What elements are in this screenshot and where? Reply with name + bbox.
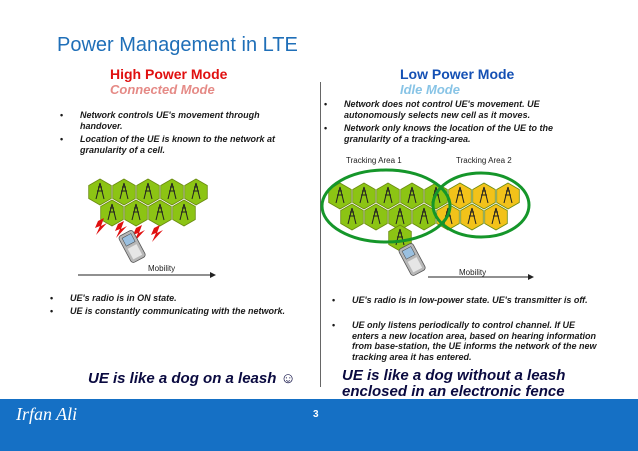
cell-tower-icon: [395, 207, 405, 225]
cell-tower-icon: [479, 186, 489, 204]
cell-hexagon: [460, 203, 484, 231]
cell-hexagon: [340, 203, 364, 231]
cell-hexagon: [496, 182, 520, 210]
cell-hexagon: [88, 178, 112, 206]
cell-hexagon: [484, 203, 508, 231]
left-mobility-label: Mobility: [148, 264, 176, 273]
cell-hexagon: [148, 199, 172, 227]
cell-tower-icon: [347, 207, 357, 225]
connected-mode-subheading: Connected Mode: [110, 82, 215, 97]
cell-hexagon: [136, 178, 160, 206]
left-cell-network-diagram: [78, 178, 216, 278]
cell-hexagon: [100, 199, 124, 227]
left-summary: UE is like a dog on a leash ☺: [88, 370, 296, 387]
cell-tower-icon: [131, 203, 141, 221]
right-mobility-label: Mobility: [459, 268, 487, 277]
cell-tower-icon: [107, 203, 117, 221]
idle-mode-subheading: Idle Mode: [400, 82, 460, 97]
cell-tower-icon: [407, 186, 417, 204]
cell-tower-icon: [155, 203, 165, 221]
cell-tower-icon: [455, 186, 465, 204]
right-bullet-2: •Network only knows the location of the …: [324, 123, 554, 144]
cell-hexagon: [412, 203, 436, 231]
cell-hexagon: [448, 182, 472, 210]
cell-tower-icon: [95, 182, 105, 200]
cell-tower-icon: [371, 207, 381, 225]
right-bullet-1: •Network does not control UE's movement.…: [324, 99, 540, 120]
slide-title: Power Management in LTE: [57, 34, 298, 56]
cell-tower-icon: [191, 182, 201, 200]
cell-hexagon: [364, 203, 388, 231]
right-tracking-area-diagram: [320, 168, 534, 280]
low-power-mode-heading: Low Power Mode: [400, 66, 515, 82]
tracking-area-1-label: Tracking Area 1: [346, 156, 402, 165]
right-bullet-3: •UE's radio is in low-power state. UE's …: [332, 295, 588, 305]
cell-tower-icon: [383, 186, 393, 204]
tracking-area-1-fence: [320, 168, 452, 244]
tracking-area-2-label: Tracking Area 2: [456, 156, 512, 165]
page-number: 3: [313, 409, 319, 420]
cell-tower-icon: [335, 186, 345, 204]
right-bullet-4: •UE only listens periodically to control…: [332, 320, 597, 362]
left-bullet-4: •UE is constantly communicating with the…: [50, 306, 286, 316]
right-summary-line-1: UE is like a dog without a leash: [342, 367, 566, 384]
cell-tower-icon: [467, 207, 477, 225]
cell-tower-icon: [143, 182, 153, 200]
cell-tower-icon: [419, 207, 429, 225]
column-divider: [320, 82, 321, 387]
phone-icon: [398, 243, 426, 276]
left-bullet-1: •Network controls UE's movement through …: [60, 110, 260, 131]
cell-hexagon: [400, 182, 424, 210]
cell-hexagon: [112, 178, 136, 206]
left-bullet-2: •Location of the UE is known to the netw…: [60, 134, 276, 155]
cell-hexagon: [184, 178, 208, 206]
cell-tower-icon: [167, 182, 177, 200]
cell-hexagon: [172, 199, 196, 227]
cell-tower-icon: [491, 207, 501, 225]
cell-hexagon: [124, 199, 148, 227]
high-power-mode-heading: High Power Mode: [110, 66, 228, 82]
cell-hexagon: [352, 182, 376, 210]
cell-hexagon: [376, 182, 400, 210]
tracking-area-2-fence: [431, 171, 531, 239]
author-name: Irfan Ali: [16, 404, 78, 424]
phone-icon: [118, 230, 146, 263]
footer-bar: [0, 399, 638, 451]
cell-tower-icon: [179, 203, 189, 221]
cell-tower-icon: [119, 182, 129, 200]
cell-hexagon: [160, 178, 184, 206]
cell-tower-icon: [503, 186, 513, 204]
cell-tower-icon: [359, 186, 369, 204]
left-bullet-3: •UE's radio is in ON state.: [50, 293, 177, 303]
right-summary-line-2: enclosed in an electronic fence: [342, 383, 565, 400]
cell-hexagon: [472, 182, 496, 210]
